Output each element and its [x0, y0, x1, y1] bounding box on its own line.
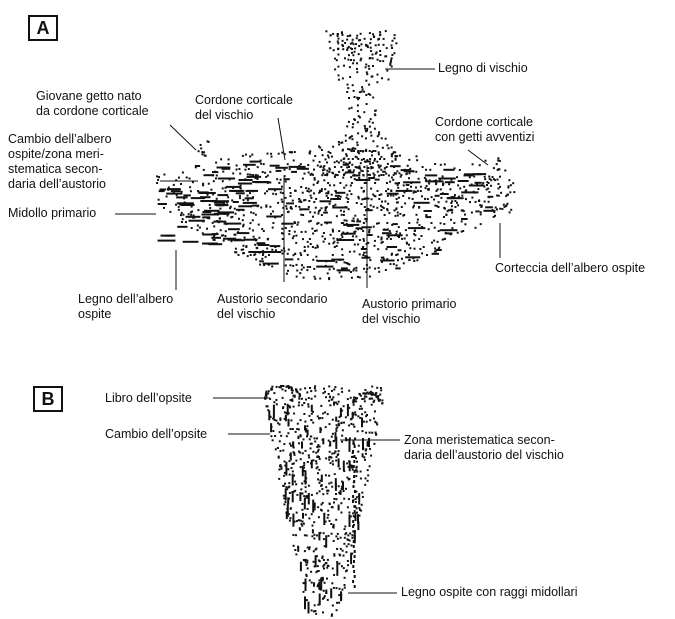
label-cordone-corticale-getti: Cordone corticale con getti avventizi [435, 115, 534, 145]
label-libro-opsite: Libro dell’opsite [105, 391, 192, 406]
label-zona-meristematica: Zona meristematica secon- daria dell’aus… [404, 433, 564, 463]
leader-giovane-getto [170, 125, 196, 150]
label-legno-di-vischio: Legno di vischio [438, 61, 528, 76]
label-line: Giovane getto nato [36, 89, 149, 104]
leader-cordone-getti [468, 150, 488, 165]
label-line: Zona meristematica secon- [404, 433, 564, 448]
label-corteccia-albero-ospite: Corteccia dell’albero ospite [495, 261, 645, 276]
label-line: del vischio [362, 312, 456, 327]
label-line: daria dell’austorio del vischio [404, 448, 564, 463]
label-midollo-primario: Midollo primario [8, 206, 96, 221]
label-line: Cambio dell’albero [8, 132, 112, 147]
label-legno-ospite-raggi: Legno ospite con raggi midollari [401, 585, 578, 600]
label-line: stematica secon- [8, 162, 112, 177]
label-line: Austorio primario [362, 297, 456, 312]
label-line: Austorio secondario [217, 292, 327, 307]
label-legno-albero-ospite: Legno dell’albero ospite [78, 292, 173, 322]
label-line: del vischio [217, 307, 327, 322]
label-line: Cordone corticale [435, 115, 534, 130]
label-line: ospite [78, 307, 173, 322]
label-line: con getti avventizi [435, 130, 534, 145]
label-line: da cordone corticale [36, 104, 149, 119]
label-line: daria dell’austorio [8, 177, 112, 192]
label-cordone-corticale-vischio: Cordone corticale del vischio [195, 93, 293, 123]
label-cambio-albero-ospite: Cambio dell’albero ospite/zona meri- ste… [8, 132, 112, 192]
label-austorio-primario: Austorio primario del vischio [362, 297, 456, 327]
label-austorio-secondario: Austorio secondario del vischio [217, 292, 327, 322]
label-cambio-opsite: Cambio dell’opsite [105, 427, 207, 442]
leader-lines [115, 69, 500, 593]
label-giovane-getto: Giovane getto nato da cordone corticale [36, 89, 149, 119]
label-line: Cordone corticale [195, 93, 293, 108]
label-line: Legno dell’albero [78, 292, 173, 307]
label-line: del vischio [195, 108, 293, 123]
label-line: ospite/zona meri- [8, 147, 112, 162]
